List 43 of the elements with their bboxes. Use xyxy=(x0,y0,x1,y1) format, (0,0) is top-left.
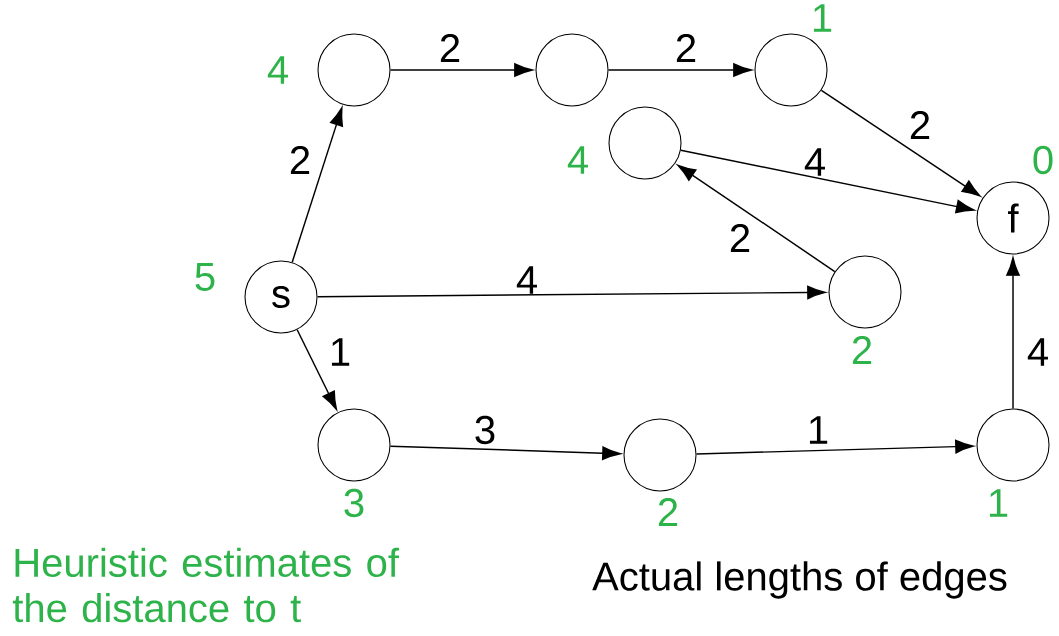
edge-label: 2 xyxy=(440,34,460,62)
arrow xyxy=(389,445,621,460)
edge-label: 4 xyxy=(1027,338,1048,366)
heuristic-value: 5 xyxy=(195,263,215,291)
graph-node xyxy=(317,33,391,107)
heuristic-value: 1 xyxy=(813,4,832,32)
heuristic-value: 1 xyxy=(989,489,1008,517)
graph-node xyxy=(828,255,902,329)
legend-note: Heuristic estimates of the distance to t xyxy=(12,547,400,623)
graph-node xyxy=(535,33,609,107)
edge-label: 3 xyxy=(475,415,495,445)
graph-node: f xyxy=(976,181,1050,255)
graph-node xyxy=(623,418,697,492)
heuristic-value: 4 xyxy=(567,146,588,174)
edge-label: 1 xyxy=(331,338,350,366)
heuristic-value: 0 xyxy=(1033,145,1053,175)
heuristic-value: 3 xyxy=(344,488,364,518)
graph-node: s xyxy=(244,260,318,334)
edge-label: 4 xyxy=(516,266,537,294)
edge-label: 2 xyxy=(730,224,750,252)
graph-node xyxy=(754,33,828,107)
arrow xyxy=(1006,257,1020,410)
arrow xyxy=(389,63,533,77)
arrow xyxy=(695,439,974,455)
heuristic-value: 4 xyxy=(267,56,288,84)
arrow xyxy=(677,164,836,273)
graph-node xyxy=(608,106,682,180)
arrow xyxy=(607,63,752,77)
edge-label: 2 xyxy=(676,34,696,62)
heuristic-value: 2 xyxy=(852,336,872,364)
edge-label: 4 xyxy=(804,148,825,176)
arrow xyxy=(680,149,975,214)
arrow xyxy=(820,89,981,197)
edge-label: 1 xyxy=(809,416,828,444)
arrow xyxy=(296,329,338,411)
edge-label: 2 xyxy=(910,111,930,139)
edge-label: 2 xyxy=(290,146,310,174)
heuristic-value: 2 xyxy=(658,498,678,526)
legend-note: Actual lengths of edges xyxy=(592,561,1007,599)
arrow xyxy=(291,107,344,263)
arrow xyxy=(316,285,826,300)
graph-node xyxy=(317,408,391,482)
graph-node xyxy=(976,408,1050,482)
